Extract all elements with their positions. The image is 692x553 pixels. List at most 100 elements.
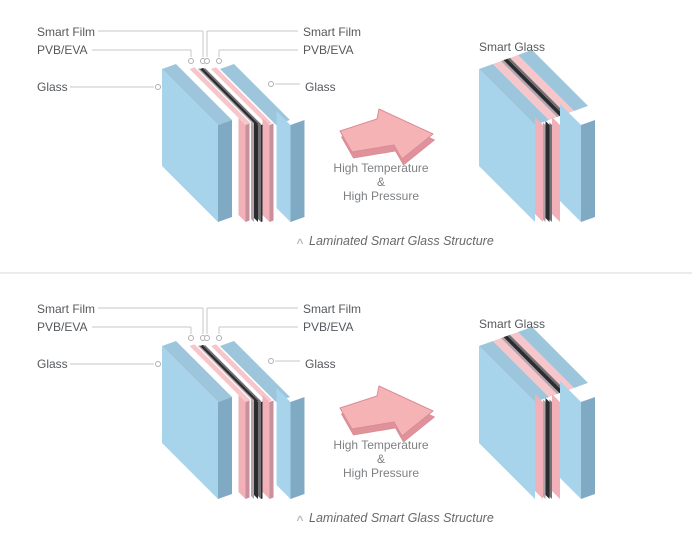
caption-caret-icon: ^ — [296, 236, 303, 250]
smart-glass-top — [493, 61, 557, 120]
smart-glass-top — [507, 57, 566, 115]
smart-glass-side — [581, 396, 595, 499]
glass-layer-side — [290, 396, 305, 499]
glass-layer-top — [162, 63, 232, 125]
smart-glass-top — [503, 335, 564, 394]
smart-glass-pvb-stripe — [535, 117, 543, 222]
smart-glass-top — [493, 338, 557, 397]
label-pvb-eva-left: PVB/EVA — [37, 320, 87, 334]
smart-glass-front — [479, 346, 535, 499]
pvb-layer-front — [238, 118, 246, 222]
glass-layer-front — [276, 388, 291, 499]
smart-glass-top — [503, 58, 564, 117]
pvb-layer-front — [262, 395, 270, 499]
caption: ^ Laminated Smart Glass Structure — [296, 234, 493, 250]
smart-glass-film-stripe — [545, 398, 550, 499]
smart-glass-top — [479, 340, 549, 402]
leader-dot — [268, 358, 274, 364]
glass-layer-top — [162, 340, 232, 402]
diagram-graphics — [70, 307, 595, 499]
smart-glass-top — [501, 337, 560, 395]
process-text-line2: & — [377, 175, 385, 189]
smart-glass-top — [479, 63, 549, 125]
label-glass-right: Glass — [305, 357, 336, 371]
label-smart-film-left: Smart Film — [37, 302, 95, 316]
diagram-laminated-structure-2: Smart Film PVB/EVA Glass Smart Film PVB/… — [37, 302, 595, 527]
glass-layer-front — [162, 69, 218, 222]
smart-glass-glass-stripe — [560, 104, 581, 222]
label-smart-film-left: Smart Film — [37, 25, 95, 39]
pvb-layer-top — [211, 344, 272, 402]
leader-dot — [204, 335, 210, 341]
leader-dot — [204, 58, 210, 64]
pvb-layer-top — [211, 67, 272, 125]
smart-glass-top — [510, 54, 574, 114]
smart-glass-top — [501, 60, 560, 118]
pvb-layer-top — [189, 67, 251, 125]
caption-text: Laminated Smart Glass Structure — [309, 511, 494, 525]
smart-film-top — [200, 67, 260, 125]
smart-glass-film-stripe — [549, 399, 552, 499]
smart-film-front — [251, 399, 254, 499]
glass-layer-side — [290, 119, 305, 222]
label-smart-glass: Smart Glass — [479, 40, 545, 54]
leader-dot — [216, 335, 222, 341]
smart-glass-top — [507, 334, 566, 392]
glass-layer-side — [218, 119, 232, 222]
process-text-line1: High Temperature — [333, 438, 428, 452]
pvb-layer-front — [238, 395, 246, 499]
caption-text: Laminated Smart Glass Structure — [309, 234, 494, 248]
smart-glass-glass-stripe — [560, 381, 581, 499]
smart-glass-side — [581, 119, 595, 222]
pvb-layer-front — [262, 118, 270, 222]
glass-layer-side — [218, 396, 232, 499]
smart-film-top — [198, 68, 256, 125]
label-smart-film-right: Smart Film — [303, 302, 361, 316]
label-pvb-eva-right: PVB/EVA — [303, 320, 353, 334]
pvb-layer-side — [245, 400, 250, 499]
leader-dot — [188, 335, 194, 341]
process-text-line3: High Pressure — [343, 189, 419, 203]
smart-film-front — [254, 121, 258, 222]
smart-glass-film-stripe — [543, 122, 546, 222]
smart-film-top — [203, 68, 262, 125]
pvb-layer-side — [245, 123, 250, 222]
smart-glass-top — [518, 49, 588, 111]
pvb-layer-side — [269, 400, 274, 499]
smart-film-top — [200, 344, 260, 402]
smart-film-side — [261, 124, 263, 222]
smart-glass-film-stripe — [545, 121, 550, 222]
label-pvb-eva-left: PVB/EVA — [37, 43, 87, 57]
leader-dot — [155, 361, 161, 367]
process-text-line2: & — [377, 452, 385, 466]
process-text-line3: High Pressure — [343, 466, 419, 480]
leader-dot — [155, 84, 161, 90]
diagram-laminated-structure-1: Smart Film PVB/EVA Glass Smart Film PVB/… — [37, 25, 595, 250]
caption-caret-icon: ^ — [296, 513, 303, 527]
process-arrow-icon — [339, 108, 434, 160]
smart-film-front — [258, 122, 261, 222]
section-divider — [0, 272, 692, 274]
caption: ^ Laminated Smart Glass Structure — [296, 511, 493, 527]
label-smart-film-right: Smart Film — [303, 25, 361, 39]
leader-dot — [216, 58, 222, 64]
smart-film-top — [203, 345, 262, 402]
smart-glass-top — [518, 326, 588, 388]
process-arrow-icon — [339, 385, 434, 437]
glass-layer-front — [276, 111, 291, 222]
glass-layer-top — [220, 340, 290, 402]
label-smart-glass: Smart Glass — [479, 317, 545, 331]
smart-film-top — [198, 345, 256, 402]
smart-glass-pvb-stripe — [552, 394, 560, 499]
smart-glass-pvb-stripe — [552, 117, 560, 222]
smart-film-side — [261, 401, 263, 499]
smart-glass-front — [479, 69, 535, 222]
pvb-layer-side — [269, 123, 274, 222]
smart-glass-top — [510, 331, 574, 391]
label-glass-left: Glass — [37, 80, 68, 94]
leader-dot — [188, 58, 194, 64]
label-pvb-eva-right: PVB/EVA — [303, 43, 353, 57]
glass-layer-top — [220, 63, 290, 125]
